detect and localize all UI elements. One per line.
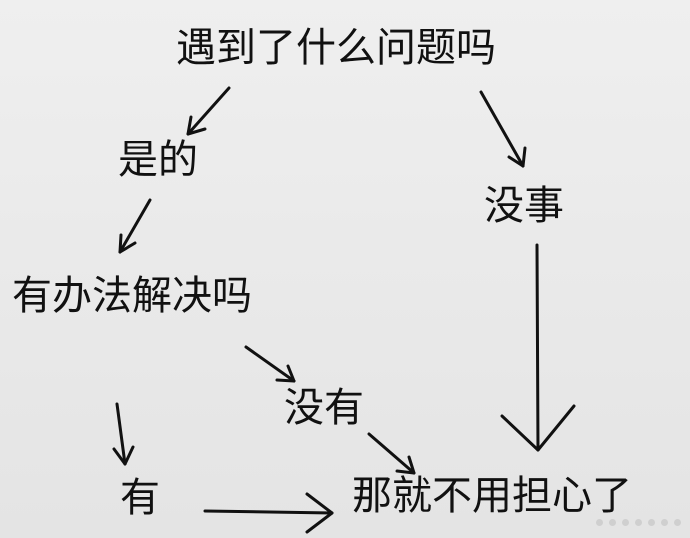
arrow-have-to-end [203,492,334,534]
node-start-question: 遇到了什么问题吗 [176,25,496,71]
arrow-fine-to-end [500,243,576,452]
node-solvable-question: 有办法解决吗 [12,273,252,319]
watermark-dot [622,519,629,526]
node-no-problem: 没事 [484,183,564,229]
node-yes: 是的 [118,137,198,183]
arrow-yes-to-solvable [118,198,152,254]
node-no: 没有 [284,385,364,431]
watermark-dot [609,519,616,526]
arrow-solvable-to-have [112,402,135,466]
watermark-dot [596,519,603,526]
arrow-solvable-to-no [244,345,296,383]
node-dont-worry: 那就不用担心了 [352,473,632,519]
arrow-start-to-fine [479,90,527,168]
watermark-dot [674,519,681,526]
watermark-dot [661,519,668,526]
node-have: 有 [120,475,160,521]
watermark-dot [635,519,642,526]
arrow-start-to-yes [186,86,231,136]
watermark-dot [648,519,655,526]
arrow-no-to-end [367,432,416,475]
